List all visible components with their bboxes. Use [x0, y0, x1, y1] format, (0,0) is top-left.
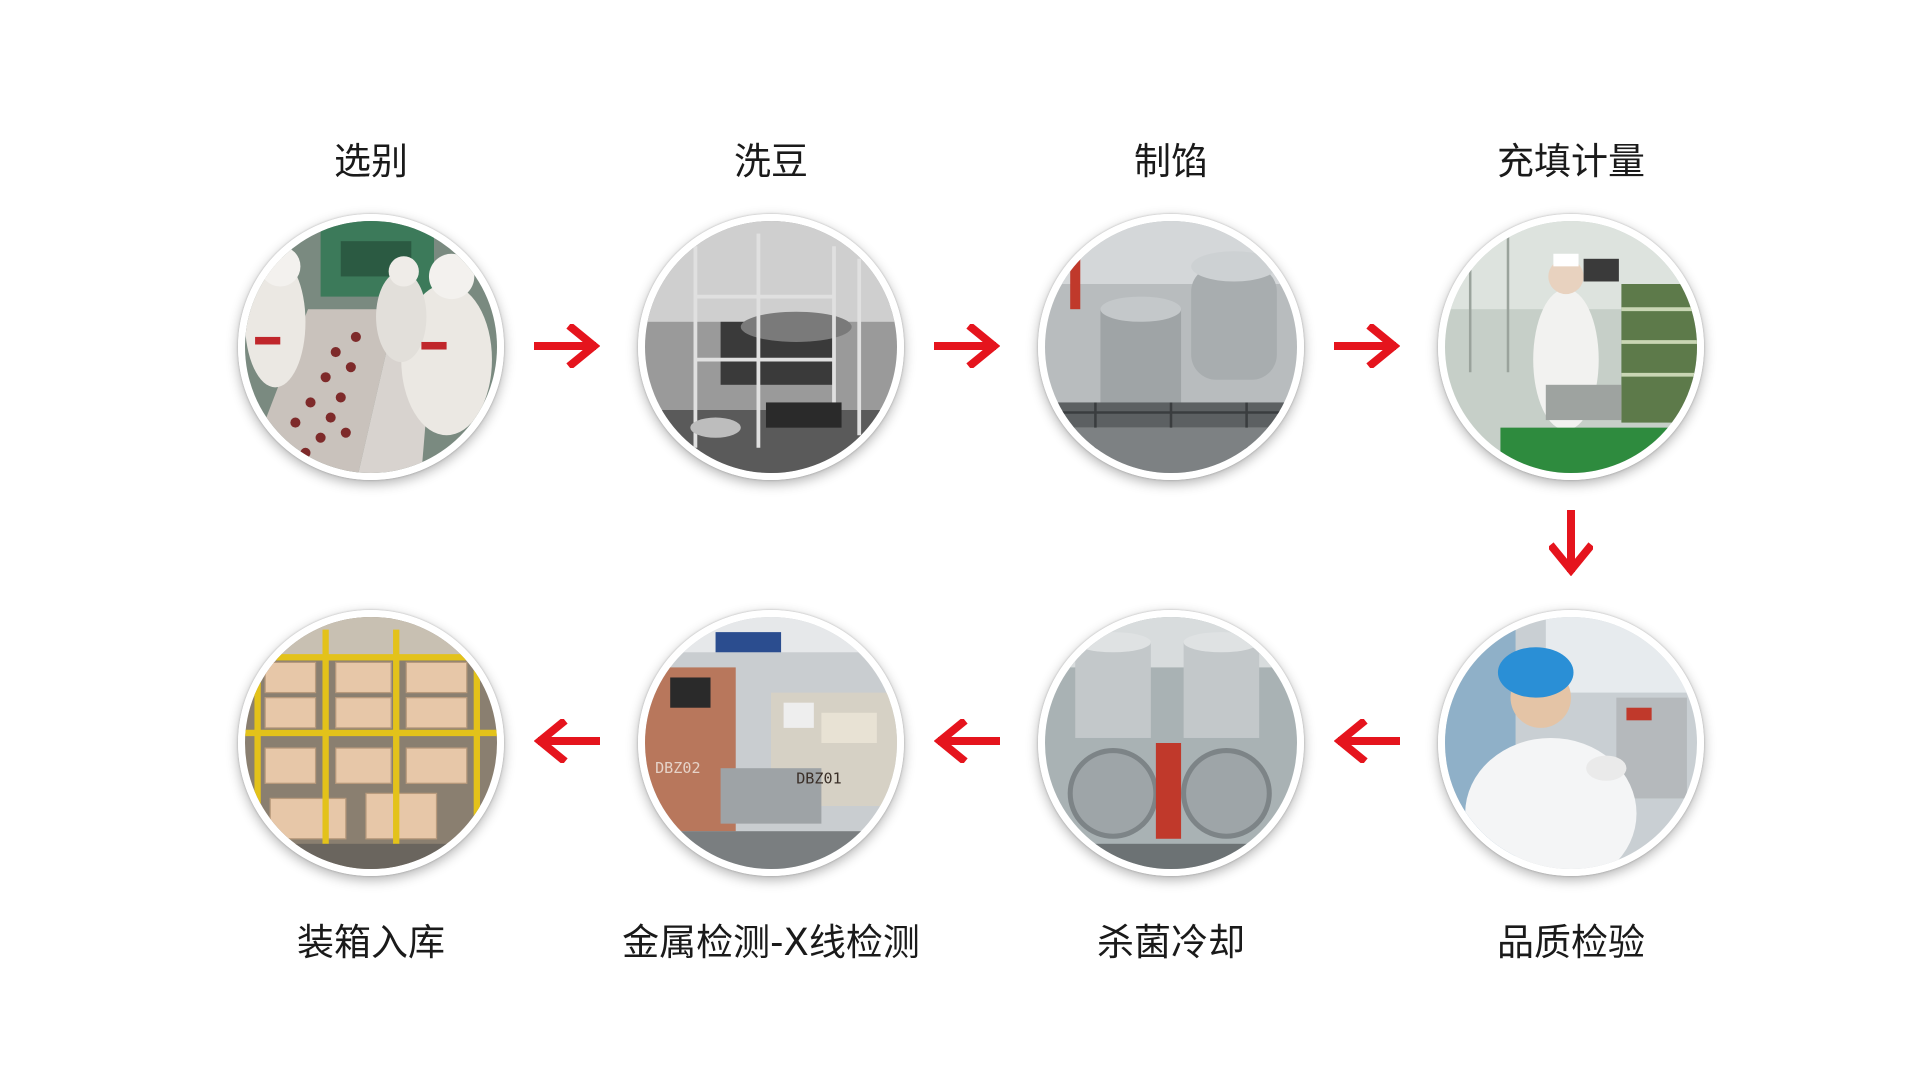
step-photo-filling-making: [1038, 214, 1304, 480]
step-label-filling-making: 制馅: [1134, 140, 1208, 183]
step-photo-filling-metering: [1438, 214, 1704, 480]
arrow-right-icon: [534, 324, 600, 368]
step-label-filling-metering: 充填计量: [1497, 140, 1645, 183]
arrow-right-icon: [934, 324, 1000, 368]
step-label-quality-inspection: 品质检验: [1497, 921, 1645, 964]
arrow-right-icon: [1334, 324, 1400, 368]
step-label-metal-xray-detection: 金属检测-X线检测: [622, 921, 920, 964]
step-label-washing: 洗豆: [734, 140, 808, 183]
step-label-warehousing: 装箱入库: [297, 921, 445, 964]
step-photo-warehousing: [238, 610, 504, 876]
step-photo-quality-inspection: [1438, 610, 1704, 876]
dbz01-label: DBZ01: [796, 769, 841, 787]
step-photo-sterilize-cool: [1038, 610, 1304, 876]
arrow-left-icon: [1334, 719, 1400, 763]
step-photo-metal-xray-detection: DBZ02 DBZ01: [638, 610, 904, 876]
step-label-sorting: 选别: [334, 140, 408, 183]
dbz02-label: DBZ02: [655, 759, 700, 777]
step-photo-sorting: [238, 214, 504, 480]
step-label-sterilize-cool: 杀菌冷却: [1097, 921, 1245, 964]
step-photo-washing: [638, 214, 904, 480]
arrow-left-icon: [934, 719, 1000, 763]
arrow-left-icon: [534, 719, 600, 763]
arrow-down-icon: [1549, 510, 1593, 576]
